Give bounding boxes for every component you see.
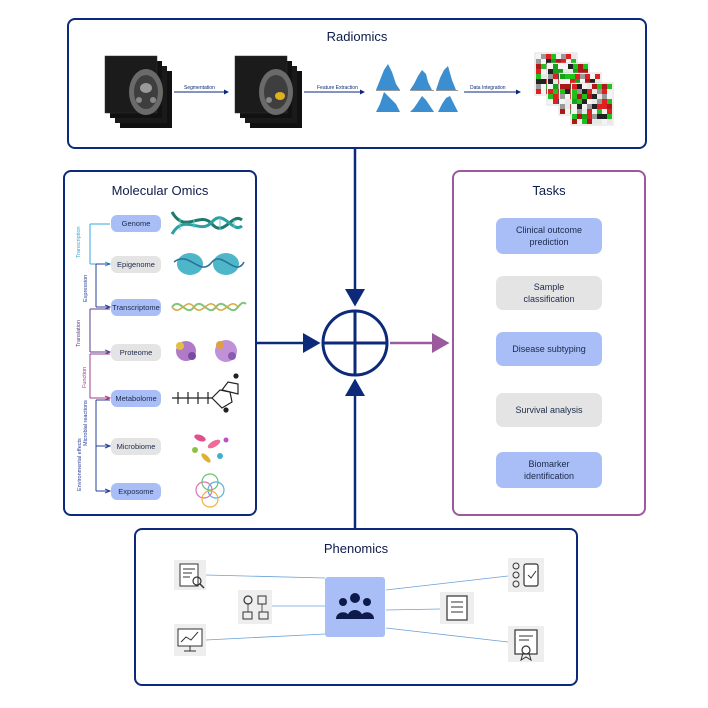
radiomics-title: Radiomics [326, 29, 388, 44]
transcriptome-pill: Transcriptome [111, 299, 161, 316]
device-icon [508, 558, 544, 592]
certificate-icon [508, 626, 544, 662]
task-sample-classification-line1: Sample [533, 282, 565, 292]
molecule-icon [172, 373, 239, 413]
chart-monitor-icon [174, 624, 206, 656]
form-icon [440, 592, 474, 624]
segmentation-label: Segmentation [184, 85, 215, 91]
proteome-pill: Proteome [111, 344, 161, 361]
feature-extraction-label: Feature Extraction [317, 85, 358, 91]
protein-icon [176, 340, 237, 362]
task-clinical-outcome-line2: prediction [529, 237, 569, 247]
exposome-pill: Exposome [111, 483, 161, 500]
data-integration-label: Data Integration [470, 85, 506, 91]
rna-icon [171, 301, 247, 312]
task-sample-classification-line2: classification [523, 294, 575, 304]
brain-mri-icon [104, 55, 172, 128]
nucleosome-icon [173, 253, 245, 275]
phenomics-title: Phenomics [323, 541, 389, 556]
microbe-icon [192, 434, 229, 463]
workflow-icon [238, 590, 272, 624]
epigenome-pill: Epigenome [111, 256, 161, 273]
molecular-omics-title: Molecular Omics [111, 183, 209, 198]
report-icon [174, 560, 206, 590]
task-disease-subtyping: Disease subtyping [496, 332, 602, 366]
metabolome-pill: Metabolome [111, 390, 161, 407]
task-clinical-outcome: Clinical outcome prediction [496, 218, 602, 254]
dna-icon [170, 211, 243, 235]
phenomics-links [205, 574, 509, 643]
genome-pill: Genome [111, 215, 161, 232]
heatmap-icon [534, 52, 614, 126]
people-icon [325, 577, 385, 637]
task-biomarker-identification: Biomarker identification [496, 452, 602, 488]
brain-mri-segmented-icon [234, 55, 302, 128]
exposome-icon [195, 473, 225, 508]
microbiome-pill: Microbiome [111, 438, 161, 455]
tasks-title: Tasks [532, 183, 566, 198]
histogram-icon [376, 64, 458, 112]
task-clinical-outcome-line1: Clinical outcome [515, 225, 583, 235]
task-sample-classification: Sample classification [496, 276, 602, 310]
task-survival-analysis: Survival analysis [496, 393, 602, 427]
